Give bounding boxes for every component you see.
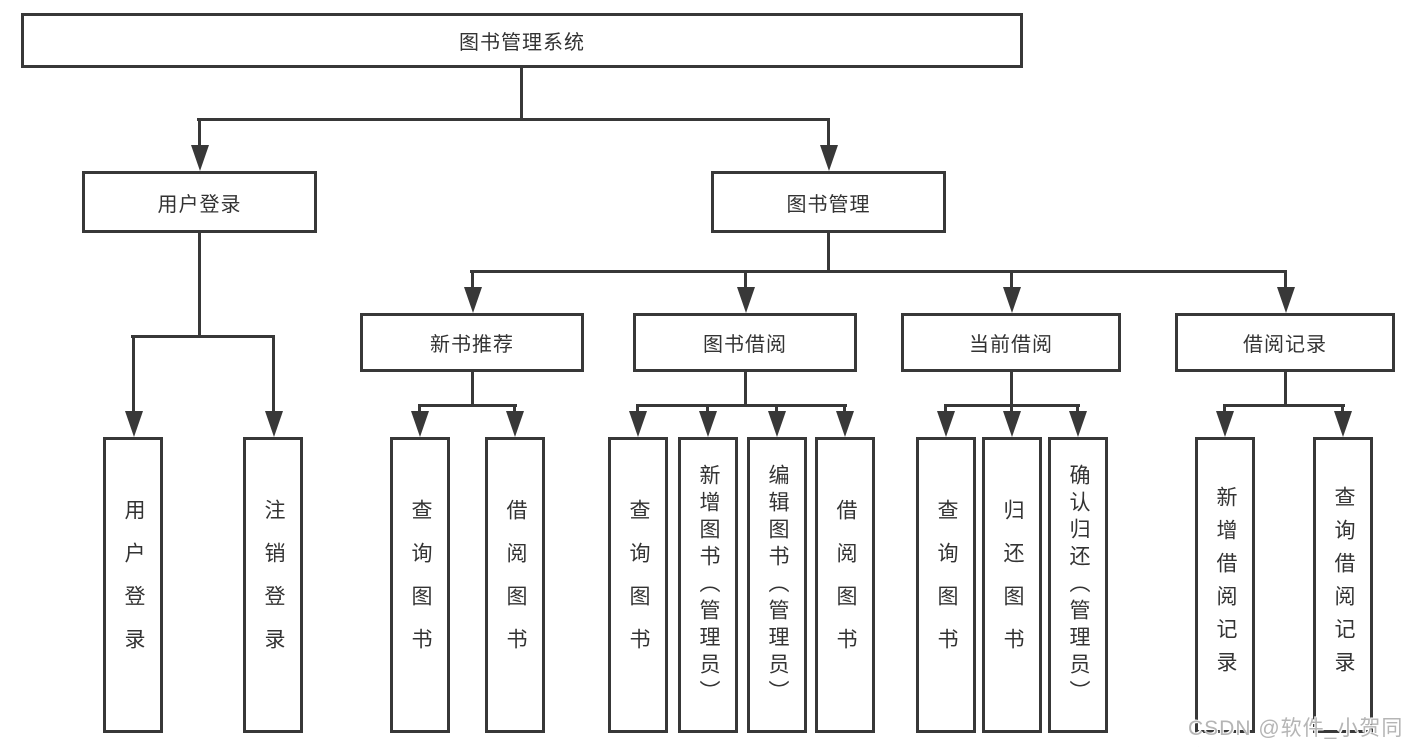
leaf-query-books-recommend: 查询图书	[390, 437, 450, 733]
arrowhead-br-add	[1216, 411, 1234, 437]
connector-book-borrow-trunk	[744, 372, 747, 407]
connector-stem-cb-return	[1010, 404, 1013, 414]
leaf-logout: 注销登录	[243, 437, 303, 733]
connector-stem-leaf-logout	[272, 335, 275, 413]
connector-borrow-records-bar	[1223, 404, 1345, 407]
node-current-borrow: 当前借阅	[901, 313, 1121, 372]
leaf-query-books-recommend-label: 查询图书	[409, 499, 432, 671]
node-borrow-records-label: 借阅记录	[1243, 334, 1327, 356]
arrowhead-nb-borrow	[506, 411, 524, 437]
arrowhead-leaf-user-login	[125, 411, 143, 437]
connector-current-borrow-trunk	[1010, 372, 1013, 407]
leaf-confirm-return-admin: 确认归还（管理员）	[1048, 437, 1108, 733]
connector-stem-borrow-records	[1284, 270, 1287, 290]
connector-level3-bar	[470, 270, 1287, 273]
connector-new-books-trunk	[471, 372, 474, 407]
arrowhead-bb-borrow	[836, 411, 854, 437]
node-book-management: 图书管理	[711, 171, 946, 233]
node-user-login: 用户登录	[82, 171, 317, 233]
connector-user-login-bar	[131, 335, 275, 338]
connector-stem-bb-query	[636, 404, 639, 414]
arrowhead-current-borrow	[1003, 287, 1021, 313]
leaf-add-borrow-record-label: 新增借阅记录	[1214, 486, 1237, 684]
arrowhead-br-query	[1334, 411, 1352, 437]
node-book-borrow-label: 图书借阅	[703, 334, 787, 356]
arrowhead-borrow-records	[1277, 287, 1295, 313]
connector-stem-current-borrow	[1010, 270, 1013, 290]
connector-stem-nb-borrow	[513, 404, 516, 414]
leaf-borrow-books-recommend: 借阅图书	[485, 437, 545, 733]
connector-root-trunk	[520, 68, 523, 121]
connector-stem-leaf-user-login	[132, 335, 135, 413]
leaf-add-book-admin: 新增图书（管理员）	[678, 437, 738, 733]
connector-level1-bar	[197, 118, 830, 121]
connector-new-books-bar	[418, 404, 517, 407]
connector-stem-book-mgmt	[827, 118, 830, 146]
node-user-login-label: 用户登录	[157, 193, 242, 216]
node-library-system: 图书管理系统	[21, 13, 1023, 68]
connector-stem-new-books	[471, 270, 474, 290]
connector-book-borrow-bar	[636, 404, 847, 407]
leaf-add-book-admin-label: 新增图书（管理员）	[697, 463, 720, 707]
leaf-borrow-books: 借阅图书	[815, 437, 875, 733]
arrowhead-bb-edit	[768, 411, 786, 437]
leaf-edit-book-admin: 编辑图书（管理员）	[747, 437, 807, 733]
arrowhead-leaf-logout	[265, 411, 283, 437]
connector-stem-nb-query	[418, 404, 421, 414]
arrowhead-bb-query	[629, 411, 647, 437]
leaf-logout-label: 注销登录	[262, 499, 285, 671]
connector-borrow-records-trunk	[1284, 372, 1287, 407]
connector-stem-book-borrow	[744, 270, 747, 290]
leaf-edit-book-admin-label: 编辑图书（管理员）	[766, 463, 789, 707]
leaf-user-login: 用户登录	[103, 437, 163, 733]
connector-stem-user-login	[198, 118, 201, 146]
leaf-return-books: 归还图书	[982, 437, 1042, 733]
connector-stem-bb-add	[706, 404, 709, 414]
node-library-system-label: 图书管理系统	[459, 32, 585, 54]
leaf-borrow-books-label: 借阅图书	[834, 499, 857, 671]
leaf-query-borrow-record: 查询借阅记录	[1313, 437, 1373, 733]
arrowhead-cb-return	[1003, 411, 1021, 437]
node-new-book-recommend-label: 新书推荐	[430, 334, 514, 356]
node-current-borrow-label: 当前借阅	[969, 334, 1053, 356]
node-book-management-label: 图书管理	[786, 193, 871, 216]
connector-stem-br-add	[1223, 404, 1226, 414]
arrowhead-new-books	[464, 287, 482, 313]
node-book-borrow: 图书借阅	[633, 313, 857, 372]
connector-stem-cb-confirm	[1076, 404, 1079, 414]
leaf-query-books-current-label: 查询图书	[935, 499, 958, 671]
leaf-query-books-current: 查询图书	[916, 437, 976, 733]
leaf-query-borrow-record-label: 查询借阅记录	[1332, 486, 1355, 684]
connector-stem-bb-borrow	[843, 404, 846, 414]
leaf-confirm-return-admin-label: 确认归还（管理员）	[1067, 463, 1090, 707]
arrowhead-book-borrow	[737, 287, 755, 313]
connector-stem-cb-query	[944, 404, 947, 414]
arrowhead-bb-add	[699, 411, 717, 437]
leaf-query-books-borrow: 查询图书	[608, 437, 668, 733]
arrowhead-cb-confirm	[1069, 411, 1087, 437]
node-new-book-recommend: 新书推荐	[360, 313, 584, 372]
leaf-add-borrow-record: 新增借阅记录	[1195, 437, 1255, 733]
leaf-query-books-borrow-label: 查询图书	[627, 499, 650, 671]
node-borrow-records: 借阅记录	[1175, 313, 1395, 372]
arrowhead-book-mgmt	[820, 145, 838, 171]
arrowhead-user-login	[191, 145, 209, 171]
arrowhead-nb-query	[411, 411, 429, 437]
leaf-return-books-label: 归还图书	[1001, 499, 1024, 671]
leaf-user-login-label: 用户登录	[122, 499, 145, 671]
arrowhead-cb-query	[937, 411, 955, 437]
csdn-watermark: CSDN @软件_小贺同学	[1188, 717, 1404, 740]
connector-stem-bb-edit	[775, 404, 778, 414]
connector-stem-br-query	[1341, 404, 1344, 414]
connector-user-login-trunk	[198, 233, 201, 337]
leaf-borrow-books-recommend-label: 借阅图书	[504, 499, 527, 671]
connector-book-mgmt-trunk	[827, 233, 830, 273]
